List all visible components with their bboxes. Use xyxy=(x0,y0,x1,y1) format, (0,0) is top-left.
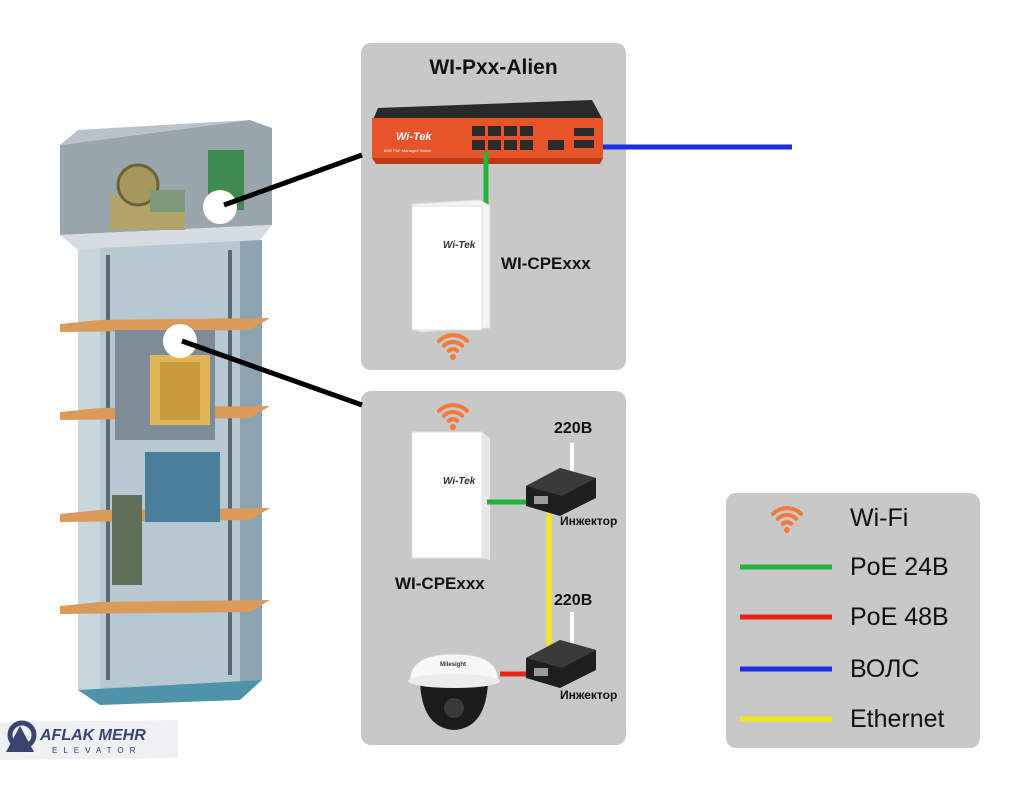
car-location-dot xyxy=(163,324,197,358)
landing-door xyxy=(145,452,220,522)
traction-machine xyxy=(110,163,185,230)
wifi-dot xyxy=(784,527,790,533)
logo-sub: ELEVATOR xyxy=(52,746,142,755)
camera-brand: Milesight xyxy=(440,662,467,668)
wifi-arc xyxy=(775,513,799,521)
wifi-icon-bottom xyxy=(436,403,470,430)
wifi-dot xyxy=(450,354,456,360)
injector1-label: Инжектор xyxy=(560,514,618,528)
switch-title: WI-Pxx-Alien xyxy=(429,56,558,79)
wifi-arc xyxy=(780,520,794,526)
cpe-antenna-top xyxy=(411,199,491,333)
wifi-arc xyxy=(446,347,460,353)
top-panel xyxy=(361,43,626,370)
legend-wifi-icon xyxy=(770,506,804,533)
wifi-arc xyxy=(770,506,804,516)
switch-location-dot xyxy=(203,190,237,224)
wifi-arc xyxy=(436,333,470,343)
logo-name: AFLAK MEHR xyxy=(40,727,146,744)
machine-room-floor xyxy=(60,225,272,250)
injector2-label: Инжектор xyxy=(560,688,618,702)
legend-label-wifi: Wi-Fi xyxy=(850,504,909,532)
cpe-label-bottom: WI-CPExxx xyxy=(395,574,485,593)
pit xyxy=(78,680,262,705)
wifi-arc xyxy=(446,417,460,423)
switch-brand-logo: Wi-Tek xyxy=(396,131,432,143)
wifi-arc xyxy=(441,410,465,418)
bottom-panel xyxy=(361,391,626,745)
poe-injector-1 xyxy=(526,468,596,516)
cpe-brand-bottom: Wi-Tek xyxy=(443,476,476,487)
legend-label-ethernet: Ethernet xyxy=(850,705,945,733)
wifi-icon-top xyxy=(436,333,470,360)
legend-panel xyxy=(726,493,980,748)
connector-bottom xyxy=(181,338,363,408)
poe-switch xyxy=(372,100,603,164)
counterweight xyxy=(112,495,142,585)
injector1-voltage: 220B xyxy=(554,420,593,437)
legend-label-poe48: PoE 48B xyxy=(850,603,949,631)
injector2-voltage: 220B xyxy=(554,592,593,609)
wifi-arc xyxy=(436,403,470,413)
cpe-brand-top: Wi-Tek xyxy=(443,240,476,251)
connector-top xyxy=(223,152,363,208)
wifi-arc xyxy=(441,340,465,348)
wifi-dot xyxy=(450,424,456,430)
legend-label-poe24: PoE 24B xyxy=(850,553,949,581)
switch-caption: 8GE PoE Managed Switch xyxy=(384,148,432,153)
cpe-antenna-bottom xyxy=(411,431,490,560)
cpe-label-top: WI-CPExxx xyxy=(501,254,591,273)
poe-injector-2 xyxy=(526,640,596,688)
company-logo xyxy=(0,720,178,760)
legend-label-fiber: ВОЛС xyxy=(850,655,920,683)
dome-camera xyxy=(408,653,500,730)
